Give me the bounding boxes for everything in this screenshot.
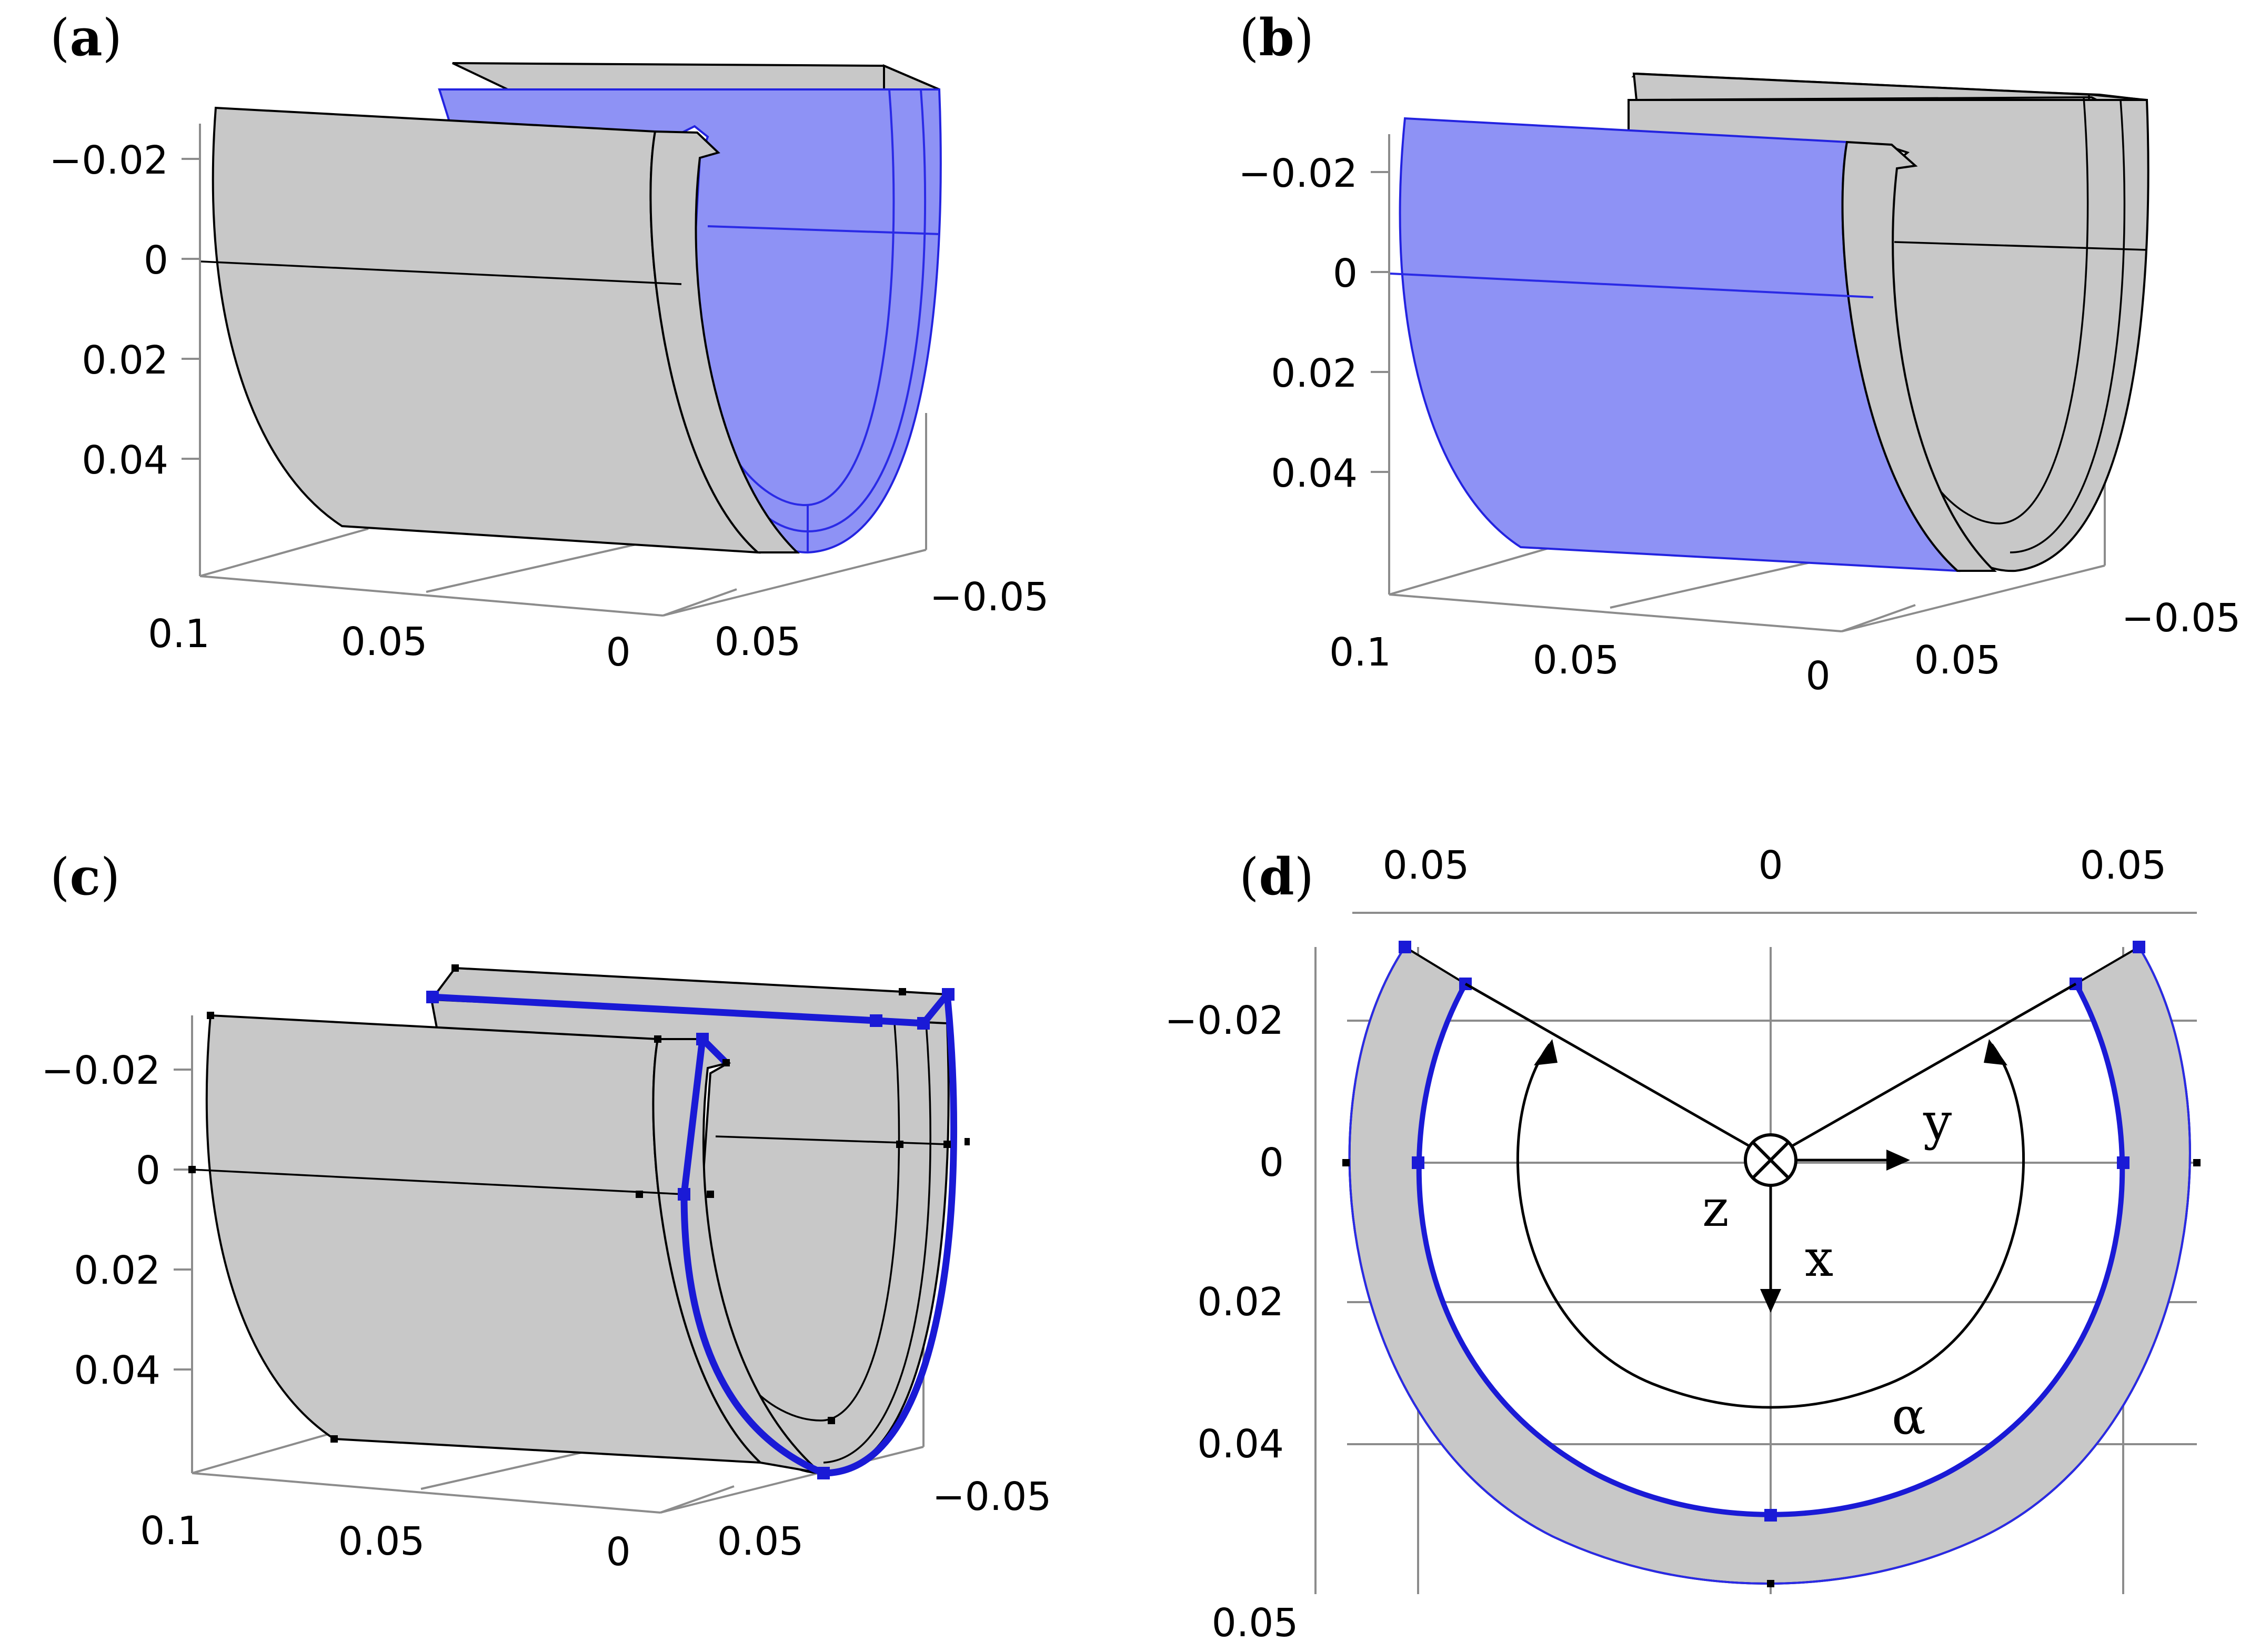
panel-a-axes <box>182 124 927 617</box>
tick-label: −0.05 <box>2122 596 2241 641</box>
panel-b-yticks: −0.02 0 0.02 0.04 <box>1238 151 1358 496</box>
tick-label: −0.02 <box>41 1048 160 1093</box>
tick-label: 0.04 <box>1197 1422 1284 1467</box>
panel-b: (b) −0.02 0 0.02 0.0 <box>1238 8 2241 699</box>
panel-b-front-rim <box>1841 140 1997 572</box>
panel-d-label: (d) <box>1239 847 1314 906</box>
panel-b-back-midline <box>1894 241 2147 251</box>
panel-d-top-ticks: 0.05 0 0.05 <box>1383 843 2167 888</box>
panel-a-front-rim <box>649 130 800 553</box>
panel-b-front-midline <box>1390 273 1874 298</box>
tick-label: 0.04 <box>1271 451 1358 496</box>
panel-c-yticks: −0.02 0 0.02 0.04 <box>41 1048 160 1393</box>
tick-label: 0 <box>606 630 630 675</box>
panel-d-alpha-arrow-right <box>1984 1039 2007 1065</box>
panel-d-axis-z-label: z <box>1702 1179 1729 1238</box>
panel-d-axis-y-label: y <box>1923 1092 1952 1151</box>
panel-d-alpha-arrow-left <box>1534 1039 1558 1065</box>
panel-d-alpha-label: α <box>1892 1387 1926 1446</box>
tick-label: 0.05 <box>2080 843 2167 888</box>
tick-label: 0.04 <box>74 1348 160 1393</box>
tick-label: 0 <box>1259 1140 1284 1185</box>
tick-label: 0.1 <box>1329 630 1391 675</box>
panel-b-back-inner-rim2 <box>2010 99 2126 553</box>
tick-label: 0.05 <box>1383 843 1470 888</box>
tick-label: 0.05 <box>338 1519 425 1564</box>
tick-label: 0.05 <box>1212 1600 1299 1646</box>
tick-label: −0.02 <box>49 138 168 183</box>
tick-label: 0 <box>144 238 168 283</box>
panel-a-label: (a) <box>50 8 122 67</box>
tick-label: −0.02 <box>1164 998 1284 1043</box>
panel-a-front-midline <box>200 260 682 285</box>
panel-a-back-top <box>452 62 940 90</box>
panel-c-xticks: 0.1 0.05 0 0.05 −0.05 <box>140 1474 1051 1575</box>
panel-c-selected-inner-arc <box>680 1035 827 1477</box>
tick-label: 0.02 <box>82 338 168 383</box>
tick-label: −0.02 <box>1238 151 1358 196</box>
panel-c-front-midline <box>192 1169 685 1195</box>
panel-d-radial-right <box>1780 982 2077 1154</box>
panel-c-back-inner-rim2 <box>823 1023 931 1464</box>
panel-b-xticks: 0.1 0.05 0 0.05 −0.05 <box>1329 596 2241 699</box>
tick-label: 0.02 <box>1271 351 1358 396</box>
panel-c-selected-outer-arc <box>820 991 958 1477</box>
tick-label: 0.05 <box>1533 638 1620 683</box>
tick-label: 0 <box>1805 653 1830 699</box>
tick-label: 0 <box>606 1529 630 1575</box>
panel-a-yticks: −0.02 0 0.02 0.04 <box>49 138 168 483</box>
panel-d: (d) <box>1164 843 2201 1646</box>
panel-d-left-ticks: −0.02 0 0.02 0.04 0.05 <box>1164 998 1298 1646</box>
tick-label: 0.02 <box>74 1248 160 1293</box>
panel-c-back-midline <box>715 1135 948 1145</box>
tick-label: 0.05 <box>715 619 801 664</box>
panel-b-label: (b) <box>1239 8 1314 67</box>
tick-label: 0.02 <box>1197 1280 1284 1325</box>
panel-d-vertices <box>1342 941 2201 1587</box>
panel-d-coordinate-system <box>1744 1133 1910 1313</box>
panel-a-xticks: 0.1 0.05 0 0.05 −0.05 <box>148 575 1049 675</box>
tick-label: 0.05 <box>341 619 428 664</box>
tick-label: 0 <box>1333 251 1358 296</box>
tick-label: 0.1 <box>148 611 210 657</box>
panel-a: (a) −0.02 0 0.02 <box>49 8 1049 675</box>
panel-a-back-midline <box>707 225 940 235</box>
panel-d-radial-left <box>1464 982 1761 1154</box>
panel-d-alpha-arc <box>1516 1043 2025 1409</box>
tick-label: 0.05 <box>717 1519 804 1564</box>
tick-label: −0.05 <box>932 1474 1052 1519</box>
panel-c: (c) <box>41 847 1051 1575</box>
panel-c-label: (c) <box>50 847 120 906</box>
tick-label: 0.1 <box>140 1508 202 1554</box>
tick-label: 0.04 <box>82 438 168 483</box>
tick-label: 0.05 <box>1914 638 2001 683</box>
tick-label: −0.05 <box>930 575 1049 620</box>
panel-c-selected-top-edge <box>428 991 951 1027</box>
panel-d-axis-x-label: x <box>1805 1229 1833 1288</box>
tick-label: 0 <box>1758 843 1783 888</box>
tick-label: 0 <box>136 1148 160 1193</box>
panel-c-vertices <box>188 964 970 1479</box>
